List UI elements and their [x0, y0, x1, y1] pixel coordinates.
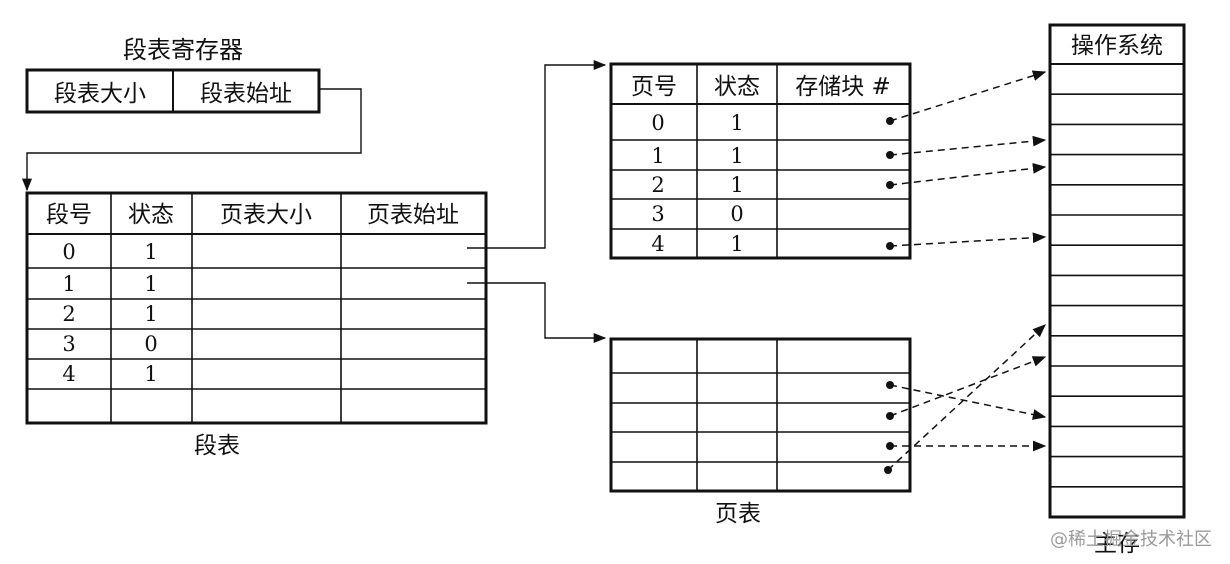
segment-table-cell: 0 [62, 240, 75, 264]
page-table-header-pageno: 页号 [631, 74, 677, 100]
segment-1-to-page-table-arrow [467, 282, 607, 344]
register-to-segment-table-arrow [21, 88, 362, 192]
main-memory-caption: 主存 [1094, 531, 1140, 557]
segment-table-cell: 3 [62, 332, 75, 356]
pointer-dot [886, 442, 894, 450]
segment-table-header-pt-start: 页表始址 [367, 202, 459, 228]
page-table-row: 2 1 [651, 173, 743, 197]
pointer-arrow [889, 356, 1047, 417]
page-table-row: 1 1 [651, 144, 743, 168]
page-table-cell: 3 [651, 202, 664, 226]
page-table-cell: 1 [730, 232, 743, 256]
page-table-row: 0 1 [651, 111, 743, 135]
page-table-caption: 页表 [715, 501, 761, 527]
page-table-cell: 0 [730, 202, 743, 226]
pointer-dot [886, 151, 894, 159]
main-memory: 操作系统 [1048, 23, 1186, 519]
segment-register-start-field: 段表始址 [200, 81, 292, 107]
segment-table-row: 0 1 [62, 240, 157, 264]
pointer-dot [884, 466, 892, 474]
page-table-cell: 0 [651, 111, 664, 135]
segment-register: 段表大小 段表始址 [25, 68, 321, 114]
segment-table-cell: 1 [144, 302, 157, 326]
segment-table-caption: 段表 [194, 433, 240, 459]
segment-table-row: 4 1 [62, 362, 157, 386]
page-table-cell: 4 [651, 232, 664, 256]
segment-table-header-status: 状态 [128, 202, 174, 228]
segment-table-header-segno: 段号 [46, 202, 92, 228]
segment-table-cell: 2 [62, 302, 75, 326]
pointer-arrow [889, 232, 1047, 247]
pointer-dot [886, 181, 894, 189]
page-table-row: 4 1 [651, 232, 743, 256]
page-table-header-block: 存储块 # [795, 74, 891, 100]
page-table-cell: 1 [730, 144, 743, 168]
segment-register-size-field: 段表大小 [54, 81, 146, 107]
main-memory-os-label: 操作系统 [1071, 33, 1163, 59]
segment-table-cell: 1 [62, 272, 75, 296]
segment-0-to-page-table-arrow [467, 59, 607, 249]
page-table-cell: 1 [730, 111, 743, 135]
page-table-row: 3 0 [651, 202, 743, 226]
segment-table-cell: 1 [144, 362, 157, 386]
pointer-dot [886, 117, 894, 125]
memory-block-lines [1050, 93, 1184, 488]
segment-table-cell: 1 [144, 240, 157, 264]
page-table-header-status: 状态 [714, 74, 760, 100]
segment-table-cell: 0 [144, 332, 157, 356]
watermark-text: @稀土掘金技术社区 [1050, 529, 1212, 550]
segment-table-cell: 4 [62, 362, 75, 386]
pointer-dot [886, 381, 894, 389]
segment-register-title: 段表寄存器 [123, 36, 243, 64]
segment-table-row: 3 0 [62, 332, 157, 356]
segment-table-row: 1 1 [62, 272, 157, 296]
page-table-cell: 1 [730, 173, 743, 197]
segment-table-cell: 1 [144, 272, 157, 296]
pointer-dot [886, 412, 894, 420]
page-table-bottom [609, 337, 912, 493]
pointer-arrows [887, 70, 1047, 471]
pointer-arrow [889, 163, 1047, 186]
pointer-arrow [887, 324, 1046, 471]
pointer-dots [884, 117, 894, 474]
page-table-cell: 2 [651, 173, 664, 197]
pointer-dot [886, 242, 894, 250]
page-table-cell: 1 [651, 144, 664, 168]
pointer-arrow [889, 384, 1047, 420]
segment-table-row: 2 1 [62, 302, 157, 326]
pointer-arrow [889, 135, 1047, 156]
segment-table: 段号 状态 页表大小 页表始址 0 1 1 1 2 1 3 0 4 1 [25, 191, 488, 425]
pointer-arrow [889, 70, 1047, 122]
page-table-top: 页号 状态 存储块 # 0 1 1 1 2 1 3 0 4 1 [609, 62, 912, 260]
segment-table-header-pt-size: 页表大小 [220, 202, 312, 228]
